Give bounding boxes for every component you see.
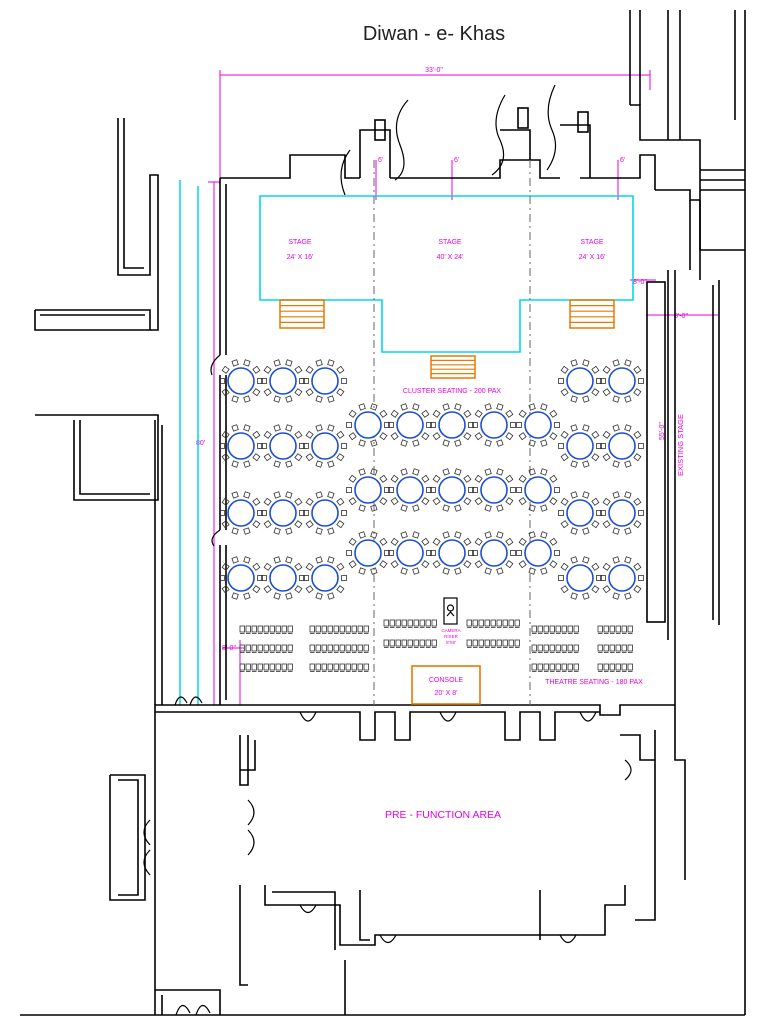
step-block [279,299,325,329]
chair-row [531,625,579,634]
chair-row [239,625,293,634]
round-table [600,359,644,403]
round-table [558,491,602,535]
round-table [303,424,347,468]
chair-row [239,663,293,672]
chair-row [466,619,520,628]
round-table [346,468,390,512]
round-table [261,424,305,468]
round-table [430,468,474,512]
stage-right-size: 24' X 16' [579,254,606,261]
round-table [388,403,432,447]
svg-text:8'X8': 8'X8' [446,640,456,645]
round-table [472,531,516,575]
door-swings [143,84,632,1016]
chair-row [383,639,437,648]
round-table [388,468,432,512]
round-table [219,556,263,600]
chair-row [309,644,369,653]
walls [20,10,746,1016]
door-width-label: 6' [378,157,383,164]
prefunction-label: PRE - FUNCTION AREA [385,809,501,821]
stage-left-size: 24' X 16' [287,254,314,261]
venue-title: Diwan - e- Khas [363,23,505,45]
round-table [219,359,263,403]
round-table [303,556,347,600]
round-table [261,359,305,403]
round-table [558,359,602,403]
round-table [430,531,474,575]
camera-icon [446,611,455,617]
camera-icon [446,604,455,612]
top-width-label: 33'-0" [425,67,443,74]
camera-labels: CAMERA RISER 8'X8' [441,628,460,645]
existing-stage-label: EXISTING STAGE [676,414,685,476]
chair-row [597,663,633,672]
round-table [303,491,347,535]
round-table [388,531,432,575]
svg-text:CAMERA: CAMERA [441,628,460,633]
chair-row [531,663,579,672]
chair-row [597,625,633,634]
svg-text:RISER: RISER [444,634,459,639]
round-table [516,531,560,575]
cluster-tables [219,359,644,600]
dimension-labels: 33'-0" 6' 6' 6' 80' 55'-0" 8'-0" 8'-0" 8… [196,67,688,652]
door-width-label: 6' [620,157,625,164]
chair-row [309,663,369,672]
chair-row [239,644,293,653]
round-table [472,403,516,447]
guide-lines [179,180,199,705]
round-table [261,556,305,600]
stage-offset-label: 8'-0" [633,279,647,286]
round-table [558,424,602,468]
right-stage-height-label: 55'-0" [659,422,666,440]
stage-left-label: STAGE [288,239,312,246]
theatre-seating-label: THEATRE SEATING - 180 PAX [545,679,643,686]
round-table [600,556,644,600]
stage-center-size: 40' X 24' [437,254,464,261]
stage-center-label: STAGE [438,239,462,246]
round-table [346,403,390,447]
chair-row [597,644,633,653]
left-small-label: 8'-0" [222,645,236,652]
round-table [516,468,560,512]
round-table [472,468,516,512]
console-size: 20' X 8' [435,690,458,697]
cluster-seating-label: CLUSTER SEATING - 200 PAX [403,388,501,395]
door-width-label: 6' [454,157,459,164]
chair-row [531,644,579,653]
stage-right-label: STAGE [580,239,604,246]
stage-steps [279,299,615,379]
round-table [600,491,644,535]
round-table [516,403,560,447]
round-table [303,359,347,403]
round-table [558,556,602,600]
chair-row [466,639,520,648]
round-table [430,403,474,447]
console-box [411,665,481,705]
theatre-seating [239,619,633,672]
console-label: CONSOLE [429,677,464,684]
stage-labels: STAGE 24' X 16' STAGE 40' X 24' STAGE 24… [287,239,606,261]
camera-riser [443,597,458,625]
round-table [219,491,263,535]
chair-row [309,625,369,634]
step-block [430,355,476,379]
round-table [600,424,644,468]
step-block [569,299,615,329]
chair-row [383,619,437,628]
right-stage-width-label: 8'-0" [674,313,688,320]
round-table [346,531,390,575]
left-height-label: 80' [196,440,205,447]
round-table [219,424,263,468]
round-table [261,491,305,535]
